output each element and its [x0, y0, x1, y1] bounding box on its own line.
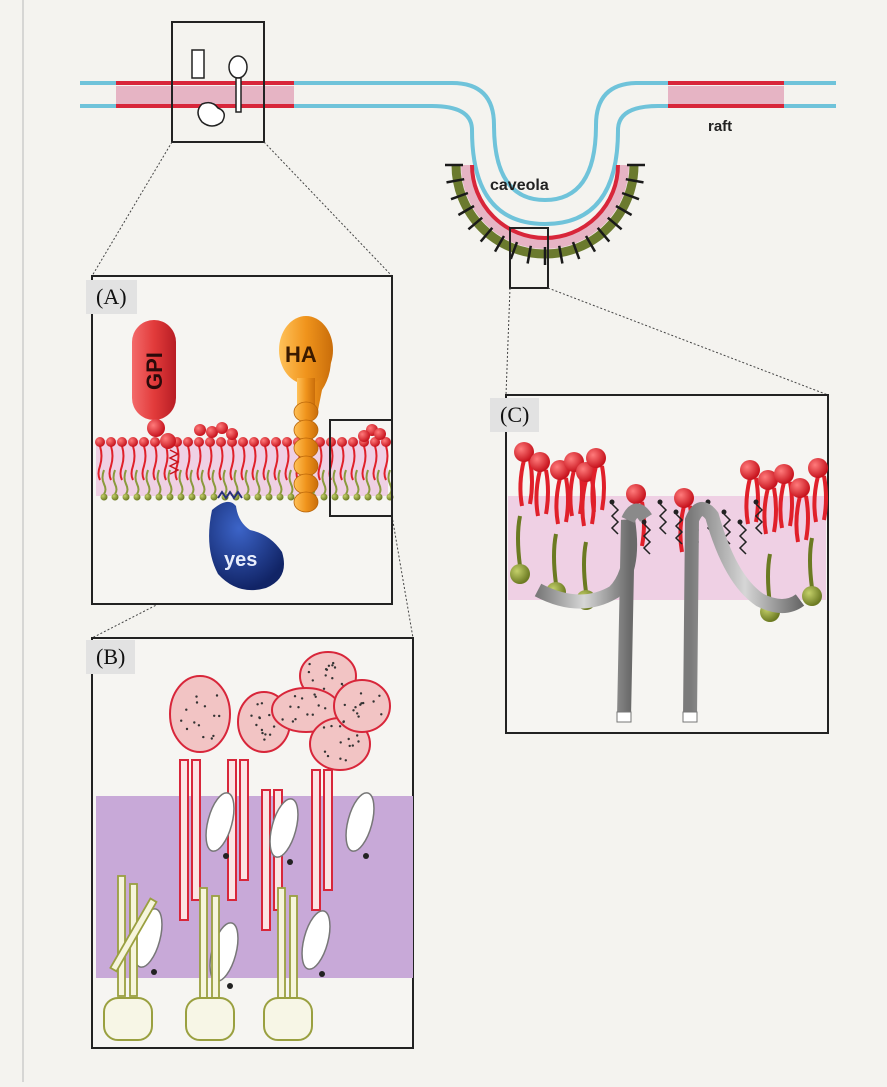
panel-c-label: (C) — [490, 398, 539, 432]
ha-label: HA — [285, 342, 317, 367]
gpi-label: GPI — [142, 352, 167, 390]
panel-a: GPI HA yes — [92, 276, 394, 604]
raft-right — [668, 81, 784, 108]
yes-label: yes — [224, 549, 257, 571]
panel-b-label: (B) — [86, 640, 135, 674]
panel-c — [506, 395, 828, 733]
raft-label: raft — [708, 118, 732, 135]
caveola-label: caveola — [490, 177, 549, 194]
panel-b — [92, 638, 413, 1048]
panel-a-label: (A) — [86, 280, 137, 314]
